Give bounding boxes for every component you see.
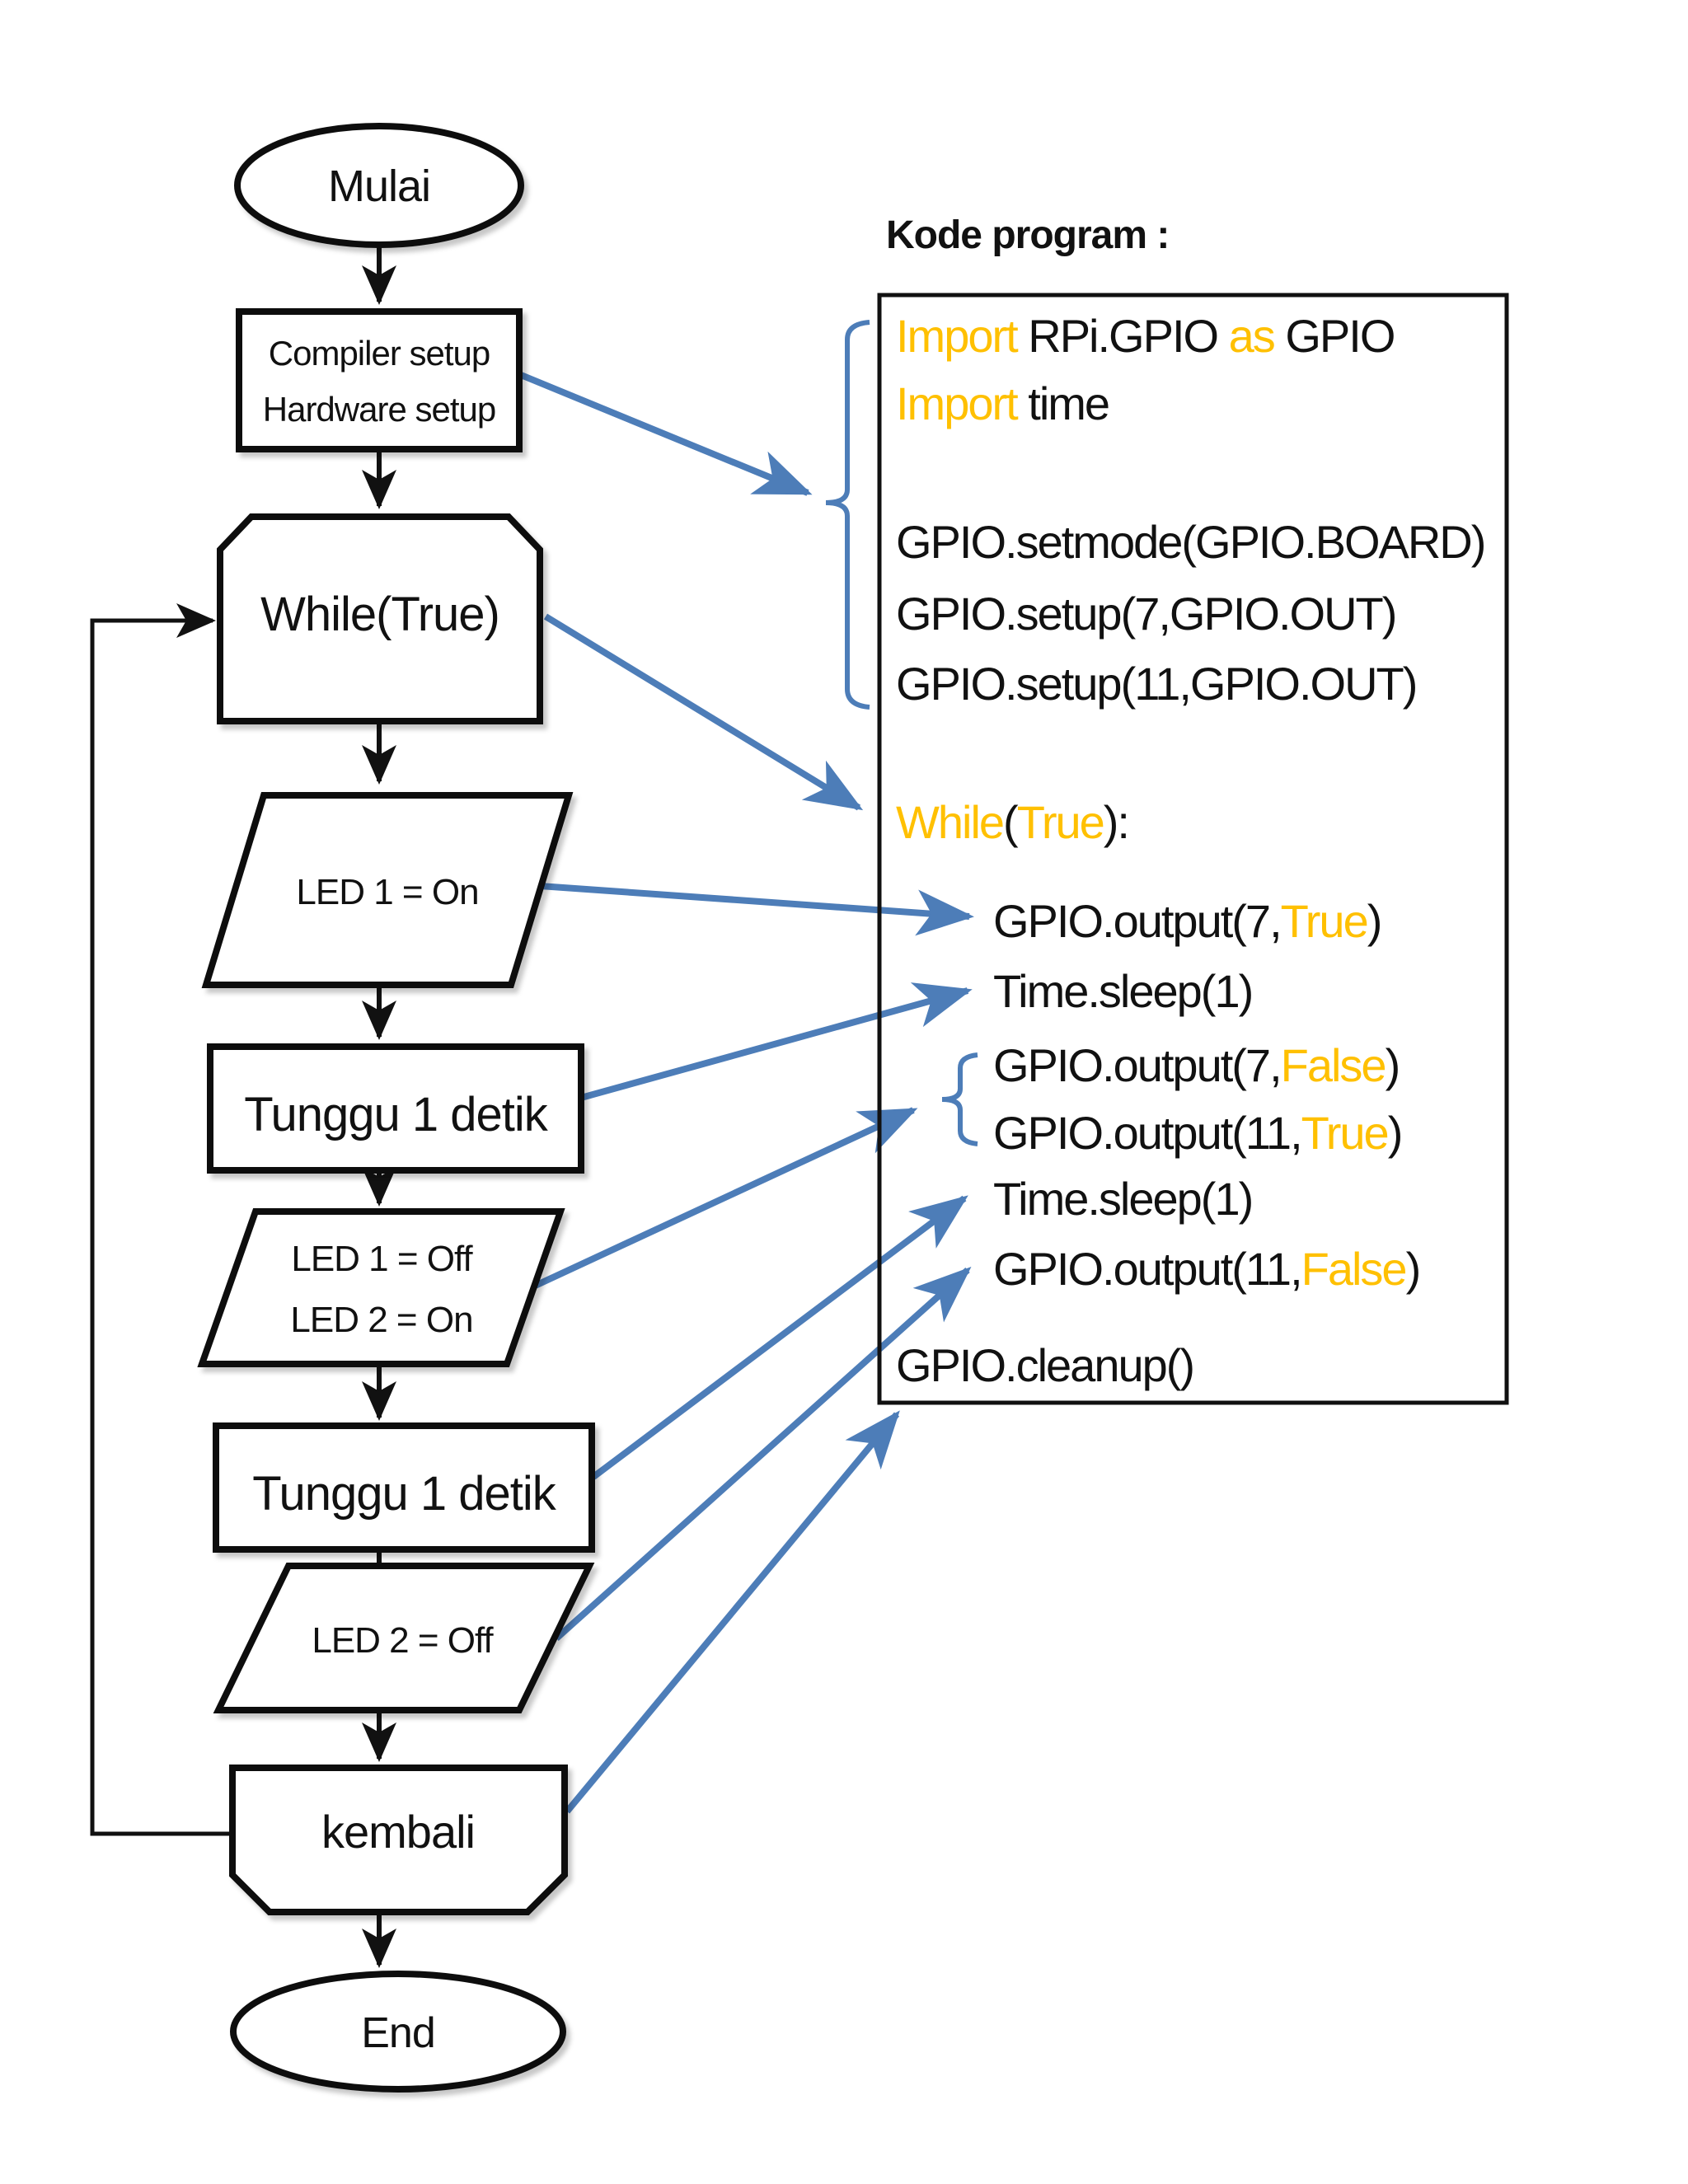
io-led1off-led2on — [197, 1208, 565, 1367]
code-line: GPIO.setup(7,GPIO.OUT) — [896, 588, 1397, 640]
arrow-led2off-to-output11false — [554, 1266, 972, 1641]
code-line: While(True): — [896, 796, 1130, 848]
arrow-led1on-to-output7true — [539, 883, 974, 936]
code-line: GPIO.setmode(GPIO.BOARD) — [896, 516, 1486, 568]
loop-back-line — [90, 603, 232, 1836]
led1-on-label: LED 1 = On — [296, 872, 478, 912]
code-line: GPIO.output(11,False) — [993, 1243, 1421, 1295]
loop-back-label: kembali — [321, 1806, 475, 1858]
process-wait1 — [207, 1043, 584, 1174]
setup-label-line1: Compiler setup — [269, 334, 490, 373]
code-line: GPIO.output(7,True) — [993, 895, 1382, 947]
while-label: While(True) — [260, 588, 499, 641]
process-setup — [236, 308, 523, 452]
code-line: GPIO.output(11,True) — [993, 1107, 1403, 1159]
code-box — [877, 293, 1509, 1405]
code-line: GPIO.cleanup() — [896, 1339, 1195, 1391]
wait2-label: Tunggu 1 detik — [252, 1467, 557, 1521]
arrow-setup-to-imports — [519, 372, 813, 496]
arrow-wait1-to-sleep1 — [579, 982, 973, 1101]
end-label: End — [361, 2009, 435, 2057]
arrow-led1off-to-brace — [530, 1107, 918, 1291]
arrow-loopback-to-codebox — [564, 1410, 900, 1814]
arrow-wait2-to-sleep2 — [591, 1195, 968, 1480]
code-line: Import time — [896, 377, 1110, 429]
wait1-label: Tunggu 1 detik — [244, 1088, 549, 1141]
io-led1-on — [201, 792, 574, 988]
io-led2-off — [213, 1563, 595, 1713]
code-line: Time.sleep(1) — [993, 1173, 1254, 1225]
code-line: Time.sleep(1) — [993, 965, 1254, 1017]
flow-shapes — [197, 123, 595, 2093]
start-label: Mulai — [328, 162, 430, 211]
led2-off-label: LED 2 = Off — [312, 1620, 494, 1661]
terminator-end — [230, 1971, 566, 2093]
code-title: Kode program : — [886, 213, 1170, 257]
flow-labels: Mulai Compiler setup Hardware setup Whil… — [244, 162, 558, 2057]
loop-start-while — [217, 513, 543, 724]
setup-label-line2: Hardware setup — [263, 390, 495, 429]
led1-off-label: LED 1 = Off — [291, 1239, 473, 1279]
led2-on-label: LED 2 = On — [290, 1300, 472, 1340]
code-line: GPIO.output(7,False) — [993, 1039, 1400, 1091]
process-wait2 — [213, 1422, 595, 1553]
code-line: Import RPi.GPIO as GPIO — [896, 310, 1395, 362]
code-line: GPIO.setup(11,GPIO.OUT) — [896, 658, 1418, 710]
arrow-while-to-whileline — [543, 613, 864, 811]
loop-end-kembali — [229, 1765, 568, 1915]
code-reference-arrows — [519, 320, 978, 1814]
brace-toggle-block — [941, 1052, 978, 1146]
terminator-start — [234, 123, 524, 248]
flow-connectors — [90, 244, 396, 1968]
brace-setup-block — [825, 320, 870, 710]
